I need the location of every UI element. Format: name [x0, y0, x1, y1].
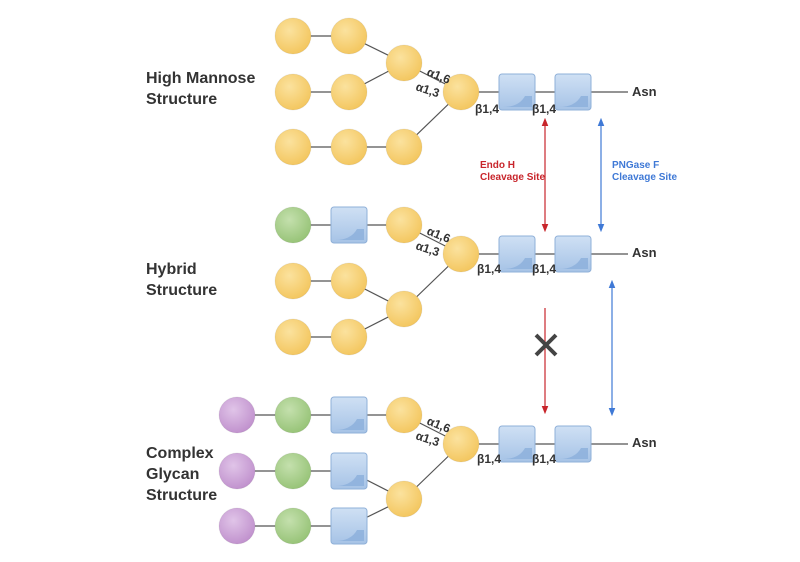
mannose-residue [330, 318, 368, 356]
mannose-residue [274, 318, 312, 356]
mannose-residue [330, 262, 368, 300]
glcnac-residue [330, 206, 368, 244]
pngase-f-label: PNGase F Cleavage Site [612, 160, 677, 183]
linkage-label-beta14: β1,4 [477, 262, 501, 276]
glcnac-residue [498, 235, 536, 273]
glcnac-residue [330, 507, 368, 545]
galactose-residue [274, 206, 312, 244]
mannose-branch [385, 128, 423, 166]
linkage-label-beta14: β1,4 [477, 452, 501, 466]
asn-label: Asn [632, 245, 657, 260]
sialic-acid-residue [218, 396, 256, 434]
linkage-label-beta14: β1,4 [532, 262, 556, 276]
sialic-acid-residue [218, 507, 256, 545]
mannose-branch [385, 396, 423, 434]
galactose-residue [274, 396, 312, 434]
glcnac-residue [498, 425, 536, 463]
glcnac-residue [554, 235, 592, 273]
endo-h-label: Endo H Cleavage Site [480, 160, 545, 183]
glcnac-residue [330, 396, 368, 434]
mannose-residue [274, 73, 312, 111]
mannose-residue [330, 128, 368, 166]
mannose-residue [330, 73, 368, 111]
mannose-core [442, 235, 480, 273]
mannose-residue [274, 17, 312, 55]
glcnac-residue [498, 73, 536, 111]
galactose-residue [274, 507, 312, 545]
mannose-branch [385, 480, 423, 518]
mannose-residue [274, 128, 312, 166]
mannose-core [442, 73, 480, 111]
glcnac-residue [330, 452, 368, 490]
asn-label: Asn [632, 84, 657, 99]
mannose-branch [385, 206, 423, 244]
mannose-residue [274, 262, 312, 300]
glcnac-residue [554, 73, 592, 111]
linkage-label-beta14: β1,4 [532, 452, 556, 466]
galactose-residue [274, 452, 312, 490]
mannose-residue [330, 17, 368, 55]
residues [218, 17, 592, 545]
no-cleavage-cross-icon [534, 333, 558, 357]
mannose-branch [385, 44, 423, 82]
linkage-label-beta14: β1,4 [532, 102, 556, 116]
mannose-branch [385, 290, 423, 328]
mannose-core [442, 425, 480, 463]
linkage-label-beta14: β1,4 [475, 102, 499, 116]
sialic-acid-residue [218, 452, 256, 490]
asn-label: Asn [632, 435, 657, 450]
glcnac-residue [554, 425, 592, 463]
